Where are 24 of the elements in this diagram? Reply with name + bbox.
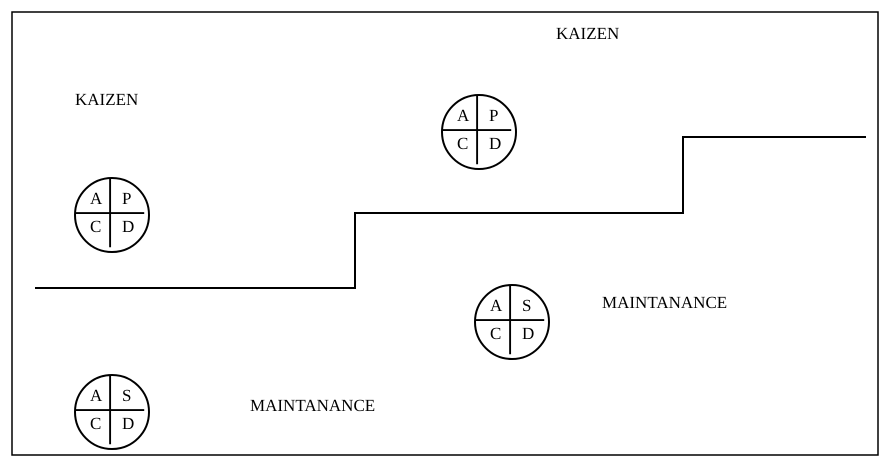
quadrant-letter: D bbox=[122, 415, 134, 433]
quadrant-letter: D bbox=[122, 218, 134, 236]
quadrant-letter: D bbox=[489, 135, 502, 153]
quadrant-circle bbox=[441, 94, 517, 170]
section-label: MAINTANANCE bbox=[250, 396, 376, 416]
quadrant-circle bbox=[74, 177, 150, 253]
section-label: KAIZEN bbox=[556, 24, 620, 44]
quadrant-letter: C bbox=[90, 415, 102, 433]
quadrant-letter: C bbox=[490, 325, 502, 343]
quadrant-letter: D bbox=[522, 325, 534, 343]
quadrant-letter: C bbox=[90, 218, 102, 236]
section-label: KAIZEN bbox=[75, 90, 138, 110]
quadrant-circle bbox=[74, 374, 150, 450]
quadrant-letter: C bbox=[457, 135, 468, 153]
quadrant-letter: A bbox=[90, 190, 102, 208]
quadrant-letter: S bbox=[122, 387, 132, 405]
quadrant-letter: S bbox=[522, 297, 532, 315]
quadrant-letter: A bbox=[90, 387, 102, 405]
section-label: MAINTANANCE bbox=[602, 293, 728, 313]
quadrant-circle bbox=[474, 284, 550, 360]
quadrant-letter: P bbox=[489, 107, 498, 125]
quadrant-letter: P bbox=[122, 190, 132, 208]
quadrant-letter: A bbox=[490, 297, 502, 315]
quadrant-letter: A bbox=[457, 107, 470, 125]
